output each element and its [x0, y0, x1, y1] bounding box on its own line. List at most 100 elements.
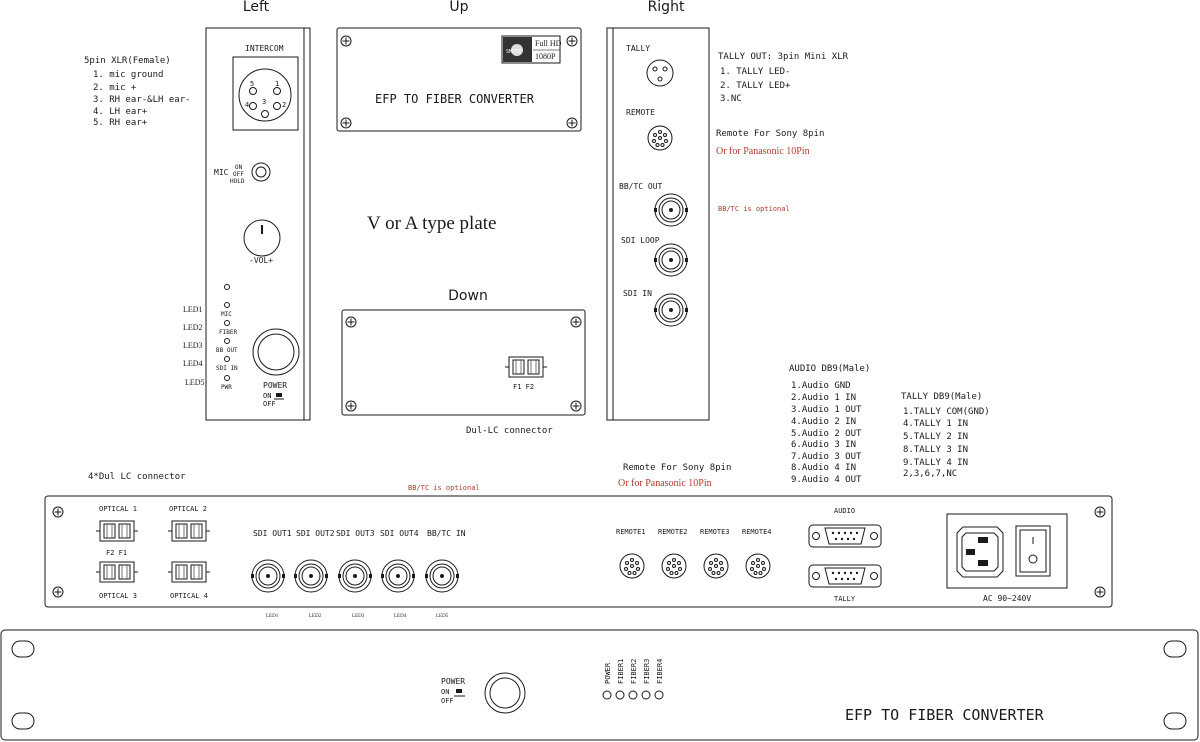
optical-label: OPTICAL 1 — [99, 505, 137, 513]
power-label: POWER — [263, 381, 287, 390]
tally-db9-connector[interactable] — [808, 564, 882, 588]
sdi-in-label: SDI IN — [623, 289, 652, 298]
led-name: LED3 — [183, 341, 203, 350]
volume-knob[interactable] — [243, 219, 281, 257]
power-switch-icon — [276, 393, 282, 397]
tally-db9-pin: 8.TALLY 3 IN — [903, 445, 968, 455]
rack-remote-sony: Remote For Sony 8pin — [623, 463, 731, 473]
bnc-led: LED5 — [436, 614, 449, 619]
sdi-loop-bnc[interactable] — [653, 243, 689, 277]
bottom-lc-connector[interactable] — [504, 356, 548, 378]
mic-switch[interactable] — [251, 162, 271, 182]
intercom-label: INTERCOM — [245, 44, 284, 53]
remote-port-label: REMOTE1 — [616, 528, 646, 536]
iec-power-inlet[interactable] — [956, 526, 1004, 578]
bbtc-out-label: BB/TC OUT — [619, 182, 663, 191]
xlr-pin-num: 4 — [245, 101, 249, 109]
xlr-pin-num: 5 — [250, 80, 254, 88]
front-power-label: POWER — [441, 677, 465, 686]
remote-port-label: REMOTE4 — [742, 528, 772, 536]
xlr-pin-num: 1 — [275, 80, 279, 88]
bnc-label: SDI OUT1 — [253, 529, 292, 538]
rack-rear-panel: OPTICAL 1 OPTICAL 2 F2 F1 OPTICAL 3 OPTI… — [44, 495, 1113, 608]
bbtc-in-bnc[interactable] — [424, 559, 460, 593]
mic-switch-on: ON — [235, 164, 243, 171]
bbtc-out-bnc[interactable] — [653, 193, 689, 227]
optical-2-connector[interactable] — [167, 520, 211, 542]
remote-port-label: REMOTE2 — [658, 528, 688, 536]
front-indicator-label: FIBER4 — [656, 659, 664, 684]
audio-db9-legend: AUDIO DB9(Male) 1.Audio GND 2.Audio 1 IN… — [789, 364, 870, 485]
tally-connector[interactable] — [646, 59, 674, 87]
tally-db9-title: TALLY DB9(Male) — [901, 392, 982, 402]
bnc-label: BB/TC IN — [427, 529, 466, 538]
plate-type-note: V or A type plate — [367, 213, 496, 234]
led-label-sdiin: SDI IN — [216, 365, 238, 372]
tally-pin: 2. TALLY LED+ — [720, 81, 791, 91]
remote1-connector[interactable] — [619, 553, 645, 579]
badge-top: Full HD — [535, 39, 562, 48]
xlr-pin: 1. mic ground — [93, 70, 163, 80]
sdi-out3-bnc[interactable] — [337, 559, 373, 593]
bnc-led: LED3 — [352, 614, 365, 619]
right-side-panel: TALLY REMOTE BB/TC OUT SDI LOOP SDI IN — [606, 27, 710, 421]
audio-pin: 6.Audio 3 IN — [791, 440, 856, 450]
led-name: LED1 — [183, 305, 203, 314]
bnc-led: LED2 — [309, 614, 322, 619]
front-indicator-column: POWER FIBER1 FIBER2 FIBER3 FIBER4 — [602, 659, 664, 700]
audio-pin: 3.Audio 1 OUT — [791, 405, 862, 415]
remote2-connector[interactable] — [661, 553, 687, 579]
tally-pinout-legend: TALLY OUT: 3pin Mini XLR 1. TALLY LED- 2… — [718, 52, 849, 104]
rack-remote-panasonic: Or for Panasonic 10Pin — [618, 478, 712, 489]
front-power-on: ON — [441, 688, 449, 696]
badge-bottom: 1080P — [535, 52, 556, 61]
front-indicator-label: FIBER1 — [617, 659, 625, 684]
view-label-left: Left — [243, 0, 270, 15]
remote-panasonic-note: Or for Panasonic 10Pin — [716, 146, 810, 157]
sdi-out1-bnc[interactable] — [250, 559, 286, 593]
front-power-off: OFF — [441, 697, 454, 705]
sdi-out4-bnc[interactable] — [380, 559, 416, 593]
rack-bbtc-optional: BB/TC is optional — [408, 484, 480, 492]
led-label-fiber: FIBER — [219, 329, 237, 336]
remote-connector[interactable] — [647, 125, 673, 151]
led-label-bbout: BB OUT — [216, 347, 238, 354]
sdi-out2-bnc[interactable] — [293, 559, 329, 593]
remote-port-label: REMOTE3 — [700, 528, 730, 536]
left-led-column: LED1 LED2 LED3 LED4 LED5 MIC FIBER BB OU… — [183, 302, 238, 391]
bnc-label: SDI OUT3 — [336, 529, 375, 538]
front-panel-title: EFP TO FIBER CONVERTER — [845, 706, 1045, 724]
ac-power-switch[interactable] — [1015, 525, 1051, 577]
optical-3-connector[interactable] — [95, 561, 139, 583]
audio-pin: 9.Audio 4 OUT — [791, 475, 862, 485]
sdi-loop-label: SDI LOOP — [621, 236, 660, 245]
audio-db9-connector[interactable] — [808, 524, 882, 548]
sdi-in-bnc[interactable] — [653, 293, 689, 327]
tally-db9-pin: 9.TALLY 4 IN — [903, 458, 968, 468]
power-off: OFF — [263, 400, 276, 408]
front-power-switch-icon — [456, 689, 462, 693]
mic-switch-off: OFF — [233, 171, 244, 178]
front-power-button[interactable] — [484, 672, 526, 714]
optical-1-connector[interactable] — [95, 520, 139, 542]
led-name: LED4 — [183, 359, 203, 368]
left-power-button[interactable] — [252, 328, 300, 376]
fiber-pair-label: F2 F1 — [106, 549, 127, 557]
audio-pin: 5.Audio 2 OUT — [791, 429, 862, 439]
front-indicator-label: FIBER3 — [643, 659, 651, 684]
bnc-led: LED4 — [394, 614, 407, 619]
audio-port-label: AUDIO — [834, 507, 855, 515]
ac-power-block: AC 90~240V — [946, 513, 1068, 603]
optical-4-connector[interactable] — [167, 561, 211, 583]
tally-db9-pin: 5.TALLY 2 IN — [903, 432, 968, 442]
remote3-connector[interactable] — [703, 553, 729, 579]
remote4-connector[interactable] — [745, 553, 771, 579]
optical-label: OPTICAL 4 — [170, 592, 208, 600]
optical-label: OPTICAL 3 — [99, 592, 137, 600]
remote-label: REMOTE — [626, 108, 655, 117]
audio-pin: 8.Audio 4 IN — [791, 463, 856, 473]
tally-pin: 3.NC — [720, 94, 742, 104]
top-panel-title: EFP TO FIBER CONVERTER — [375, 92, 535, 106]
xlr-pin: 2. mic + — [93, 83, 137, 93]
